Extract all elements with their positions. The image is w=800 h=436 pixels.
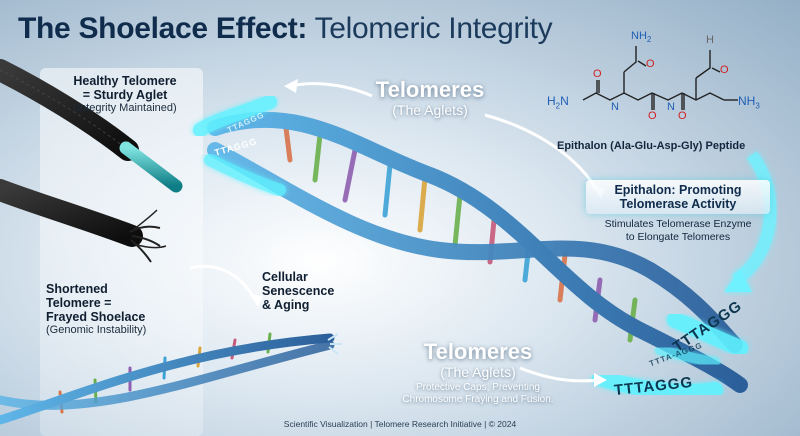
peptide-structure: [582, 46, 738, 110]
epithalon-title: Epithalon: Promoting Telomerase Activity: [614, 183, 742, 211]
footer-credit: Scientific Visualization | Telomere Rese…: [283, 419, 517, 429]
atom-o-4: O: [646, 58, 655, 70]
healthy-telomere-label: Healthy Telomere = Sturdy Aglet (Integri…: [73, 74, 177, 114]
title-bold: The Shoelace Effect:: [18, 12, 308, 45]
epithalon-box: [586, 180, 770, 214]
cyan-arrow: [731, 151, 777, 286]
healthy-shoelace: [0, 59, 183, 193]
atom-n-1: N: [611, 101, 619, 113]
arrowhead-top: [284, 79, 298, 93]
frayed-shoelace: [0, 179, 167, 263]
atom-n-2: N: [667, 101, 675, 113]
cyan-arrowhead: [724, 270, 752, 292]
atom-h2n: H2N: [547, 94, 569, 111]
main-dna-helix: [193, 95, 748, 400]
telomeres-bottom-label: Telomeres (The Aglets) Protective Caps, …: [402, 339, 554, 406]
arrow-to-senescence: [189, 264, 257, 301]
arrow-to-bottom-cap: [519, 366, 601, 383]
epithalon-desc: Stimulates Telomerase Enzyme to Elongate…: [604, 218, 752, 243]
left-panel: [40, 68, 203, 436]
title-rest: Telomeric Integrity: [314, 12, 553, 45]
shortened-telomere-label: Shortened Telomere = Frayed Shoelace (Ge…: [46, 282, 147, 336]
peptide-label: Epithalon (Ala-Glu-Asp-Gly) Peptide: [557, 140, 746, 152]
arrowhead-bottom: [594, 373, 607, 387]
atom-nh3: NH3: [738, 94, 760, 111]
atom-o-5: O: [720, 64, 729, 76]
atom-o-3: O: [678, 110, 687, 122]
atom-o-1: O: [593, 68, 602, 80]
arrow-to-epithalon: [484, 113, 600, 193]
arrowhead-senescence: [250, 294, 263, 307]
arrow-to-top-cap: [289, 82, 373, 98]
atom-o-2: O: [648, 110, 657, 122]
telomeres-top-label: Telomeres (The Aglets): [375, 77, 485, 119]
page-title: The Shoelace Effect: Telomeric Integrity: [18, 12, 553, 46]
atom-nh2-top: NH2: [631, 30, 652, 45]
small-dna-helix: [0, 332, 342, 425]
atom-h-top: H: [706, 34, 714, 46]
senescence-label: Cellular Senescence & Aging: [262, 270, 335, 312]
